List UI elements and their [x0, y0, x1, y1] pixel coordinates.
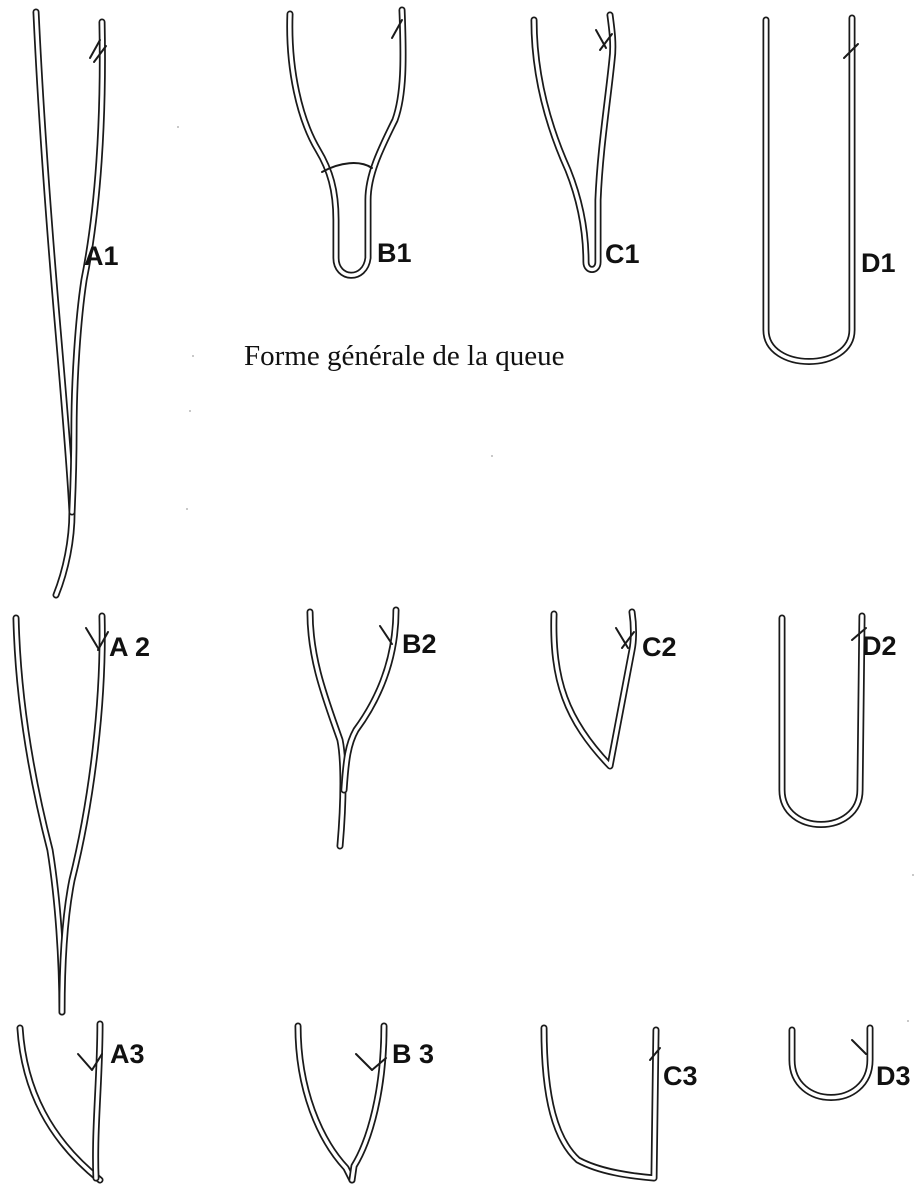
- tail-shape-b2: [310, 610, 396, 846]
- paper-speck: [177, 126, 179, 128]
- paper-speck: [189, 410, 191, 412]
- label-d3: D3: [876, 1063, 911, 1090]
- label-a1: A1: [84, 243, 119, 270]
- label-a3: A3: [110, 1041, 145, 1068]
- paper-speck: [912, 874, 914, 876]
- tail-shape-d2: [782, 616, 866, 825]
- label-b2: B2: [402, 631, 437, 658]
- tail-shape-c2: [554, 612, 634, 766]
- label-c1: C1: [605, 241, 640, 268]
- figure-caption: Forme générale de la queue: [244, 340, 564, 373]
- tail-shape-b3: [298, 1026, 386, 1180]
- tail-shape-a3: [20, 1024, 102, 1180]
- tail-shape-a1: [36, 12, 106, 595]
- label-d2: D2: [862, 633, 897, 660]
- tail-shape-d1: [766, 18, 858, 362]
- tail-shape-c3: [544, 1028, 660, 1178]
- label-c2: C2: [642, 634, 677, 661]
- paper-speck: [907, 1020, 909, 1022]
- label-d1: D1: [861, 250, 896, 277]
- tail-shape-d3: [792, 1028, 870, 1098]
- tail-shape-a2: [16, 616, 108, 1012]
- paper-speck: [192, 355, 194, 357]
- paper-speck: [491, 455, 493, 457]
- tail-shape-c1: [534, 15, 613, 270]
- paper-speck: [186, 508, 188, 510]
- label-b1: B1: [377, 240, 412, 267]
- label-b3: B 3: [392, 1041, 434, 1068]
- label-a2: A 2: [109, 634, 150, 661]
- label-c3: C3: [663, 1063, 698, 1090]
- tail-shape-b1: [290, 10, 403, 275]
